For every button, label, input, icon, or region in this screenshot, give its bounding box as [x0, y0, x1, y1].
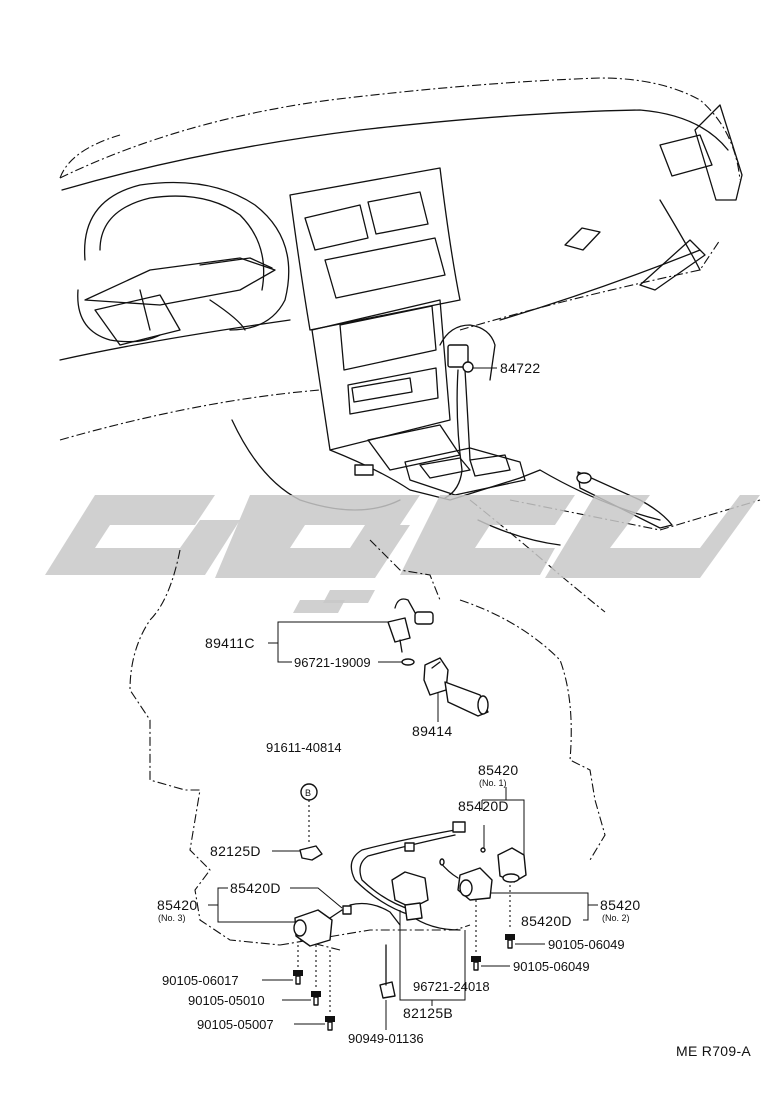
solenoid-no3 [293, 909, 343, 1014]
label-89414: 89414 [412, 723, 452, 739]
bolt-90105-05007 [325, 1016, 335, 1031]
wire-harness [342, 821, 466, 931]
instrument-panel [59, 77, 743, 441]
reference-code: ME R709-A [676, 1043, 751, 1059]
connector-center [379, 871, 429, 999]
center-console [231, 299, 541, 511]
label-90105-06049-b: 90105-06049 [513, 959, 590, 974]
label-84722: 84722 [500, 360, 540, 376]
label-85420-no2: 85420 [600, 897, 640, 913]
shift-lever-wiring [439, 324, 496, 499]
bolt-90105-06049-a [505, 934, 515, 949]
label-89411c: 89411C [205, 635, 255, 651]
part-labels: 84722 89411C 96721-19009 89414 91611-408… [157, 360, 751, 1059]
sensor-89411c [387, 598, 434, 666]
clamp-82125d [299, 845, 323, 861]
solenoid-no2 [439, 861, 493, 955]
speed-sensor-89414 [423, 657, 489, 717]
label-85420-no3: 85420 [157, 897, 197, 913]
steering-wheel [77, 181, 290, 346]
label-85420d-top: 85420D [458, 798, 509, 814]
label-82125b: 82125B [403, 1005, 453, 1021]
label-91611-40814: 91611-40814 [266, 740, 342, 755]
watermark-logo [45, 495, 760, 613]
solenoid-no1 [480, 847, 527, 930]
label-no3: (No. 3) [158, 913, 186, 923]
label-90105-05010: 90105-05010 [188, 993, 265, 1008]
label-no1: (No. 1) [479, 778, 507, 788]
label-90105-05007: 90105-05007 [197, 1017, 274, 1032]
label-85420-no1: 85420 [478, 762, 518, 778]
bolt-90105-05010 [311, 991, 321, 1006]
label-no2: (No. 2) [602, 913, 630, 923]
marker-b-letter: B [305, 788, 311, 798]
marker-b: B [300, 783, 318, 845]
label-96721-24018: 96721-24018 [413, 979, 490, 994]
bolt-90105-06049-b [471, 956, 481, 971]
bolt-90105-06017 [293, 970, 303, 985]
label-90105-06049-a: 90105-06049 [548, 937, 625, 952]
label-90105-06017: 90105-06017 [162, 973, 239, 988]
bolts [293, 858, 515, 1031]
label-85420d-left: 85420D [230, 880, 281, 896]
label-82125d: 82125D [210, 843, 261, 859]
label-96721-19009: 96721-19009 [294, 655, 371, 670]
label-85420d-right: 85420D [521, 913, 572, 929]
label-90949-01136: 90949-01136 [348, 1031, 424, 1046]
leader-lines [208, 367, 598, 1030]
